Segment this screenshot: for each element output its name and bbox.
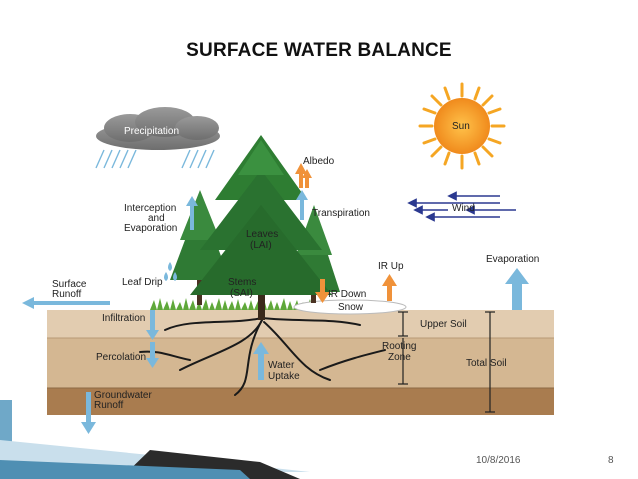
- slide-page-number: 8: [608, 455, 614, 466]
- albedo-label: Albedo: [303, 156, 335, 167]
- surface-runoff-label-line2: Runoff: [52, 289, 82, 300]
- albedo-arrows: [295, 163, 312, 188]
- precipitation-label: Precipitation: [124, 126, 179, 137]
- rooting-zone-label-line2: Zone: [388, 352, 411, 363]
- slide-date: 10/8/2016: [476, 455, 521, 466]
- leaves-label-line1: Leaves: [246, 229, 278, 240]
- transpiration-label: Transpiration: [312, 208, 370, 219]
- water-uptake-label-line1: Water: [268, 360, 295, 371]
- groundwater-runoff-label-line1: Groundwater: [94, 390, 152, 401]
- groundwater-runoff-label-line2: Runoff: [94, 400, 124, 411]
- sun-label: Sun: [452, 121, 470, 132]
- infiltration-arrow: [146, 310, 159, 340]
- wind-arrows: [407, 191, 516, 222]
- rooting-soil-layer: [47, 338, 554, 388]
- interception-arrow: [186, 196, 198, 230]
- interception-label-line3: Evaporation: [124, 223, 177, 234]
- upper-soil-layer: [47, 310, 554, 338]
- upper-soil-bracket: [398, 311, 408, 337]
- leaf-drip-label: Leaf Drip: [122, 277, 163, 288]
- ir-up-label: IR Up: [378, 261, 404, 272]
- evaporation-arrow: [505, 268, 529, 310]
- stems-label-line2: (SAI): [230, 288, 253, 299]
- water-uptake-label-line2: Uptake: [268, 371, 300, 382]
- grass: [150, 298, 319, 310]
- water-uptake-arrow: [253, 342, 269, 380]
- total-soil-bracket: [485, 311, 495, 413]
- infiltration-label: Infiltration: [102, 313, 145, 324]
- soil-block: [47, 310, 554, 415]
- snow-patch: [293, 299, 407, 315]
- groundwater-runoff-arrow: [81, 392, 96, 434]
- interception-label-line2: and: [148, 213, 165, 224]
- evaporation-label: Evaporation: [486, 254, 539, 265]
- percolation-arrow: [146, 342, 159, 368]
- tree-main: [190, 135, 332, 320]
- rain-lines: [95, 149, 215, 169]
- percolation-label: Percolation: [96, 352, 146, 363]
- wind-label: Wind: [452, 203, 475, 214]
- sun-icon: [418, 82, 506, 170]
- surface-runoff-label-line1: Surface: [52, 279, 87, 290]
- ir-up-arrow: [382, 274, 397, 301]
- roots: [139, 317, 386, 396]
- transpiration-arrow: [296, 190, 308, 220]
- upper-soil-label: Upper Soil: [420, 319, 467, 330]
- deep-soil-layer: [47, 388, 554, 415]
- stems-label-line1: Stems: [228, 277, 256, 288]
- rooting-zone-bracket: [398, 338, 408, 385]
- total-soil-label: Total Soil: [466, 358, 507, 369]
- slide-corner-decoration: [0, 400, 310, 479]
- slide-title: SURFACE WATER BALANCE: [186, 40, 452, 61]
- ir-down-arrow: [315, 279, 330, 303]
- leaf-drip-drops: [164, 262, 177, 281]
- surface-runoff-arrow: [22, 297, 110, 309]
- snow-label: Snow: [338, 302, 364, 313]
- ir-down-label: IR Down: [328, 289, 366, 300]
- leaves-label-line2: (LAI): [250, 240, 272, 251]
- interception-label-line1: Interception: [124, 203, 176, 214]
- cloud-icon: [96, 107, 220, 150]
- rooting-zone-label-line1: Rooting: [382, 341, 416, 352]
